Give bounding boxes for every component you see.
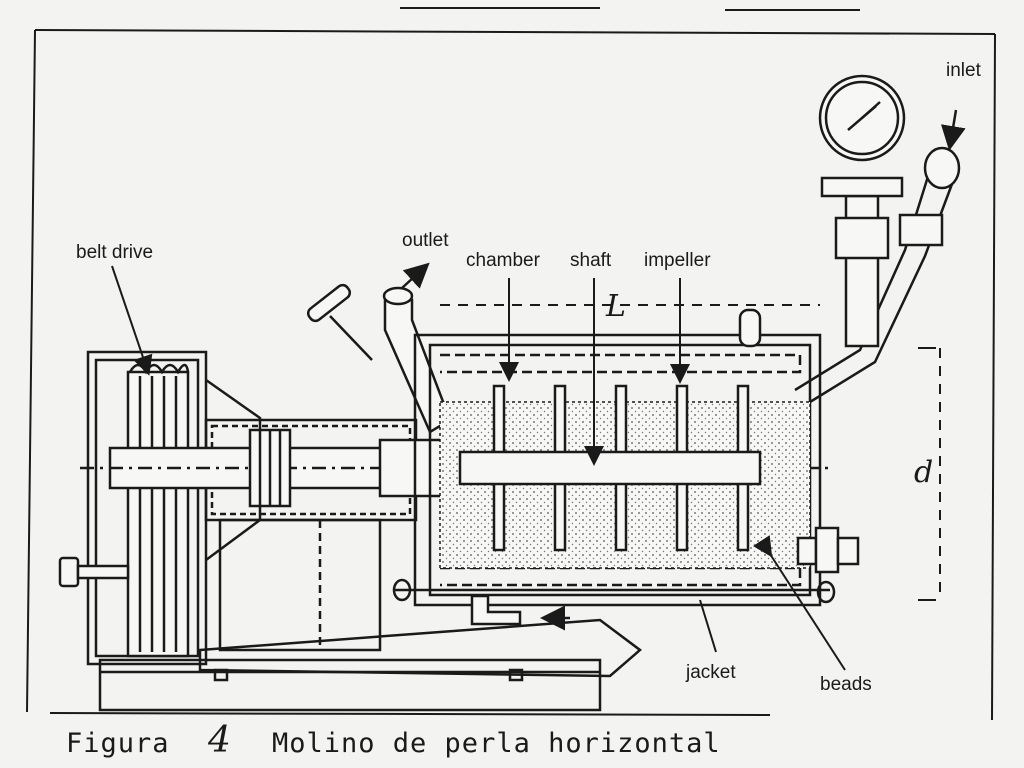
- cooling-inlet: [470, 594, 570, 631]
- label-belt-drive: belt drive: [76, 242, 153, 263]
- label-outlet: outlet: [402, 230, 449, 251]
- impeller-shaft: [458, 450, 762, 486]
- dimension-lines: [440, 304, 941, 600]
- label-impeller: impeller: [644, 250, 711, 271]
- mounting-bolt: [58, 556, 130, 588]
- inlet-pipe: [794, 109, 966, 404]
- caption-number: 4: [207, 720, 231, 761]
- outlet-valve: [306, 262, 452, 434]
- label-beads: beads: [820, 674, 872, 695]
- caption-prefix: Figura: [66, 728, 170, 759]
- label-inlet: inlet: [946, 60, 982, 81]
- pressure-gauge: [818, 74, 906, 348]
- leader-lines: [111, 265, 846, 671]
- machine-base: [98, 618, 642, 712]
- label-shaft: shaft: [570, 250, 612, 271]
- label-dim-d: d: [914, 455, 933, 490]
- label-jacket: jacket: [685, 662, 736, 683]
- grinding-chamber: [392, 333, 836, 607]
- caption-title: Molino de perla horizontal: [272, 728, 721, 759]
- label-chamber: chamber: [466, 250, 541, 271]
- label-dim-L: L: [605, 289, 626, 324]
- side-fitting: [738, 308, 860, 574]
- pulley: [126, 363, 190, 658]
- page-frame: [26, 7, 996, 721]
